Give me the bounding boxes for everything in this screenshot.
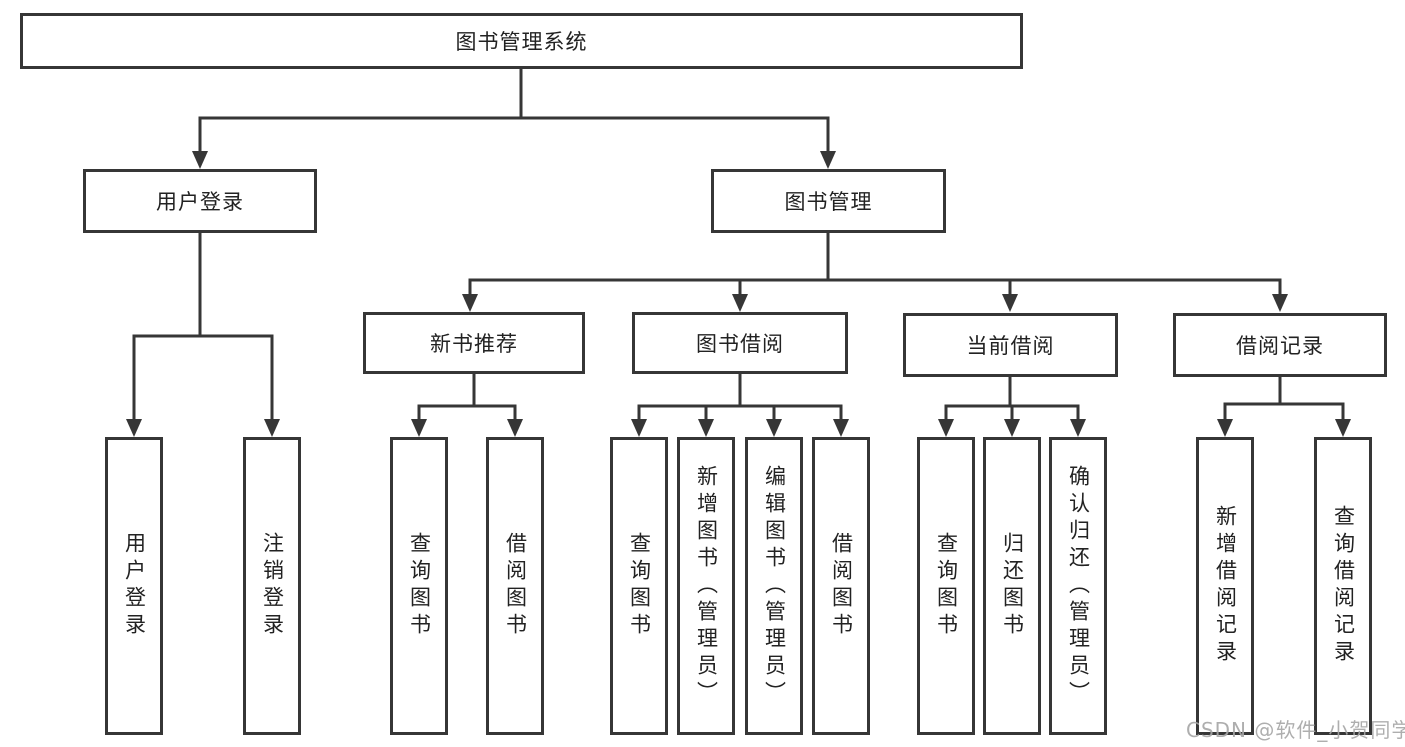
leaf-query-books-borrowing: 查询图书 — [610, 437, 668, 735]
leaf-borrow-books: 借阅图书 — [812, 437, 870, 735]
node-current-borrowing: 当前借阅 — [903, 313, 1118, 377]
leaf-query-borrow-record: 查询借阅记录 — [1314, 437, 1372, 735]
connector-book-management-children — [462, 233, 1288, 312]
leaf-return-books: 归还图书 — [983, 437, 1041, 735]
leaf-add-borrow-record: 新增借阅记录 — [1196, 437, 1254, 735]
leaf-query-books-recommend: 查询图书 — [390, 437, 448, 735]
connector-borrowing-records-children — [1217, 377, 1351, 437]
node-book-borrowing: 图书借阅 — [632, 312, 848, 374]
leaf-query-books-current: 查询图书 — [917, 437, 975, 735]
connector-root-to-level2 — [192, 69, 836, 169]
node-root-library-management-system: 图书管理系统 — [20, 13, 1023, 69]
connector-current-borrowing-children — [938, 377, 1086, 437]
node-book-management: 图书管理 — [711, 169, 946, 233]
leaf-edit-books-admin: 编辑图书（管理员） — [745, 437, 803, 735]
connector-user-login-children — [126, 233, 280, 437]
leaf-confirm-return-admin: 确认归还（管理员） — [1049, 437, 1107, 735]
node-new-book-recommendation: 新书推荐 — [363, 312, 585, 374]
leaf-borrow-books-recommend: 借阅图书 — [486, 437, 544, 735]
leaf-add-books-admin: 新增图书（管理员） — [677, 437, 735, 735]
connector-book-borrowing-children — [631, 374, 849, 437]
leaf-logout: 注销登录 — [243, 437, 301, 735]
node-borrowing-records: 借阅记录 — [1173, 313, 1387, 377]
node-user-login: 用户登录 — [83, 169, 317, 233]
csdn-watermark: CSDN @软件_小贺同学 — [1186, 718, 1405, 742]
leaf-user-login: 用户登录 — [105, 437, 163, 735]
connector-new-book-recommendation-children — [411, 374, 523, 437]
